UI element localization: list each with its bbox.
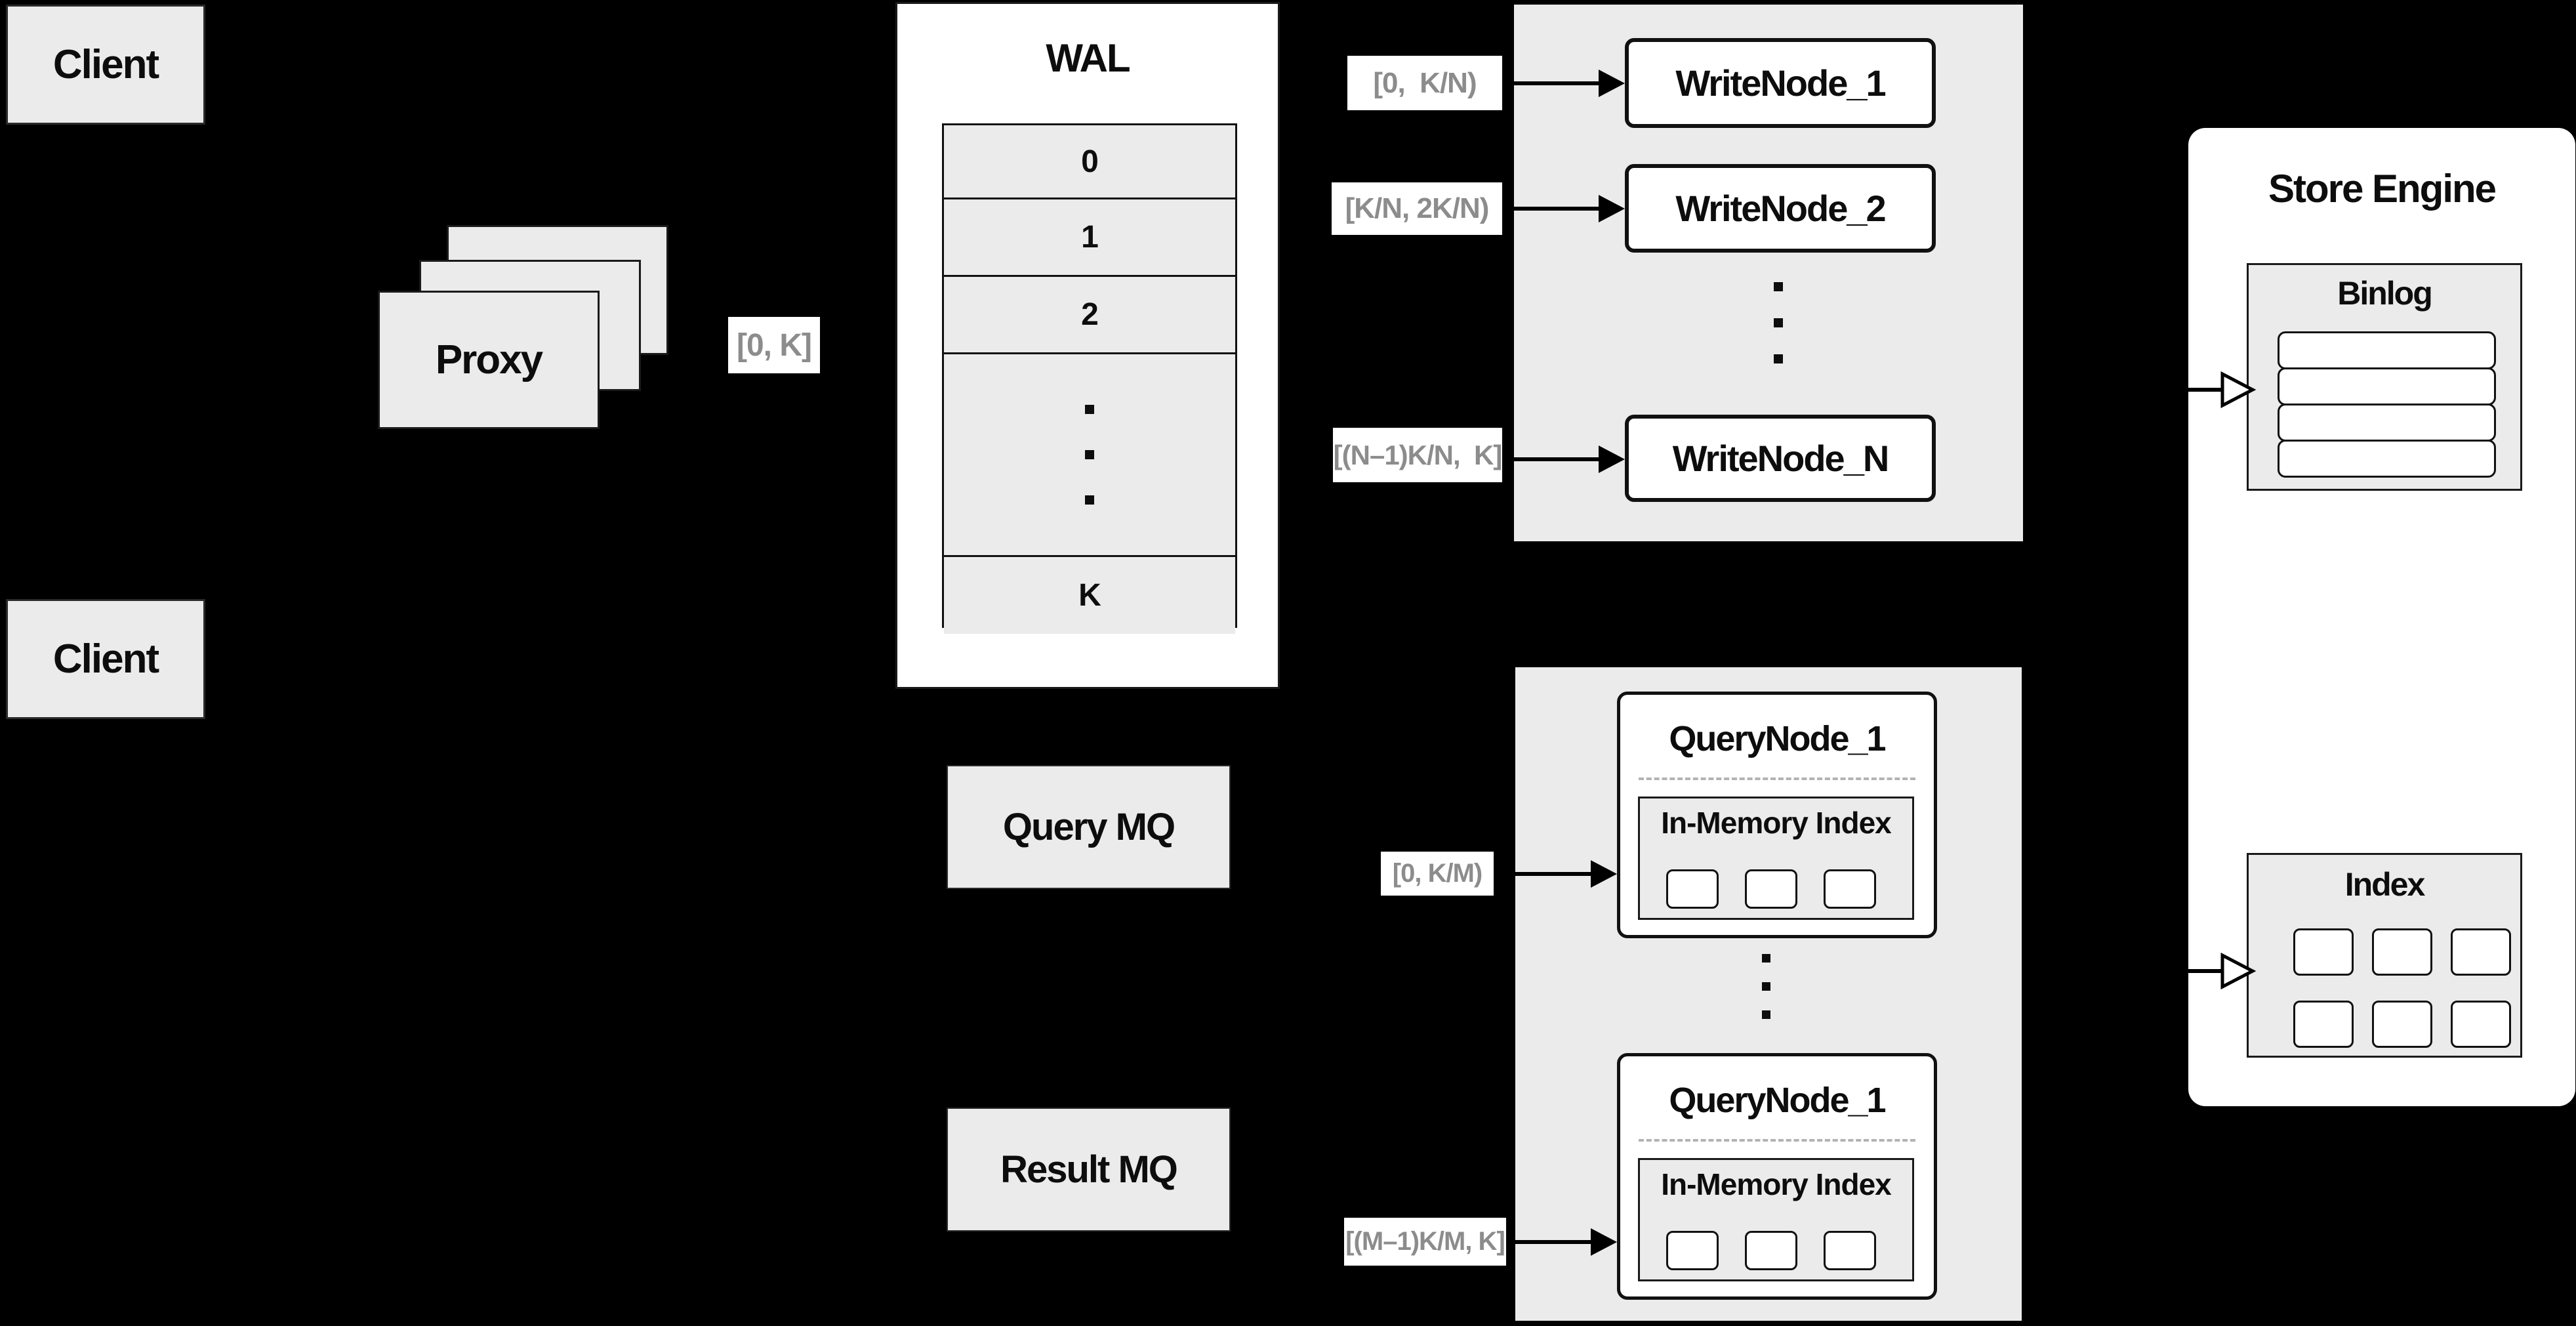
binlog-rows xyxy=(2278,331,2496,478)
result-mq-box: Result MQ xyxy=(947,1108,1231,1232)
binlog-row xyxy=(2278,404,2496,442)
query-mq-box: Query MQ xyxy=(947,765,1231,889)
store-engine-title: Store Engine xyxy=(2268,167,2497,211)
wal-title: WAL xyxy=(1046,36,1130,80)
write-node-1: WriteNode_1 xyxy=(1625,38,1936,128)
query-group-ellipsis-dots xyxy=(1762,954,1770,1019)
edge-label-write-2: [K/N, 2K/N) xyxy=(1332,182,1502,235)
dot xyxy=(1085,495,1094,505)
write-node-n: WriteNode_N xyxy=(1625,415,1936,502)
wal-table: 0 1 2 K xyxy=(942,123,1237,634)
query-node-1-title: QueryNode_1 xyxy=(1669,719,1886,758)
in-memory-index-panel: In-Memory Index xyxy=(1638,1158,1914,1281)
edge-label-query-1: [0, K/M) xyxy=(1381,852,1494,896)
index-cell xyxy=(2293,928,2354,976)
segment-cell xyxy=(1745,869,1797,909)
arrow-head xyxy=(1591,1228,1617,1256)
write-group-ellipsis-dots xyxy=(1774,282,1783,363)
binlog-row xyxy=(2278,440,2496,478)
segment-cell xyxy=(1824,869,1876,909)
arrow-head xyxy=(1599,195,1625,222)
wal-ellipsis-dots xyxy=(944,352,1235,555)
client-box-top: Client xyxy=(6,5,205,125)
segment-cell xyxy=(1745,1231,1797,1270)
edge-label-write-1: [0, K/N) xyxy=(1347,56,1502,110)
arrow-head xyxy=(1599,70,1625,97)
edge-label-proxy-out: [0, K] xyxy=(728,317,820,373)
edge-label-write-n: [(N–1)K/N, K] xyxy=(1333,428,1502,482)
dot xyxy=(1774,282,1783,291)
store-engine-panel: Store Engine Binlog Index xyxy=(2188,128,2575,1106)
binlog-row xyxy=(2278,367,2496,405)
dashed-divider xyxy=(1639,1139,1915,1142)
arrow-to-binlog xyxy=(2125,371,2257,409)
write-node-2: WriteNode_2 xyxy=(1625,164,1936,253)
index-cell xyxy=(2293,1001,2354,1048)
query-node-1: QueryNode_1 In-Memory Index xyxy=(1617,692,1937,938)
in-memory-index-panel: In-Memory Index xyxy=(1638,797,1914,920)
binlog-panel: Binlog xyxy=(2247,263,2522,491)
in-memory-index-title: In-Memory Index xyxy=(1661,1167,1892,1201)
proxy-card-front: Proxy xyxy=(378,291,600,429)
dot xyxy=(1085,450,1094,459)
dot xyxy=(1774,318,1783,327)
arrow-head xyxy=(1599,445,1625,473)
edge-label-query-2: [(M–1)K/M, K] xyxy=(1344,1218,1506,1266)
dot xyxy=(1774,354,1783,363)
dot xyxy=(1085,405,1094,414)
binlog-title: Binlog xyxy=(2337,275,2433,312)
client-top-label: Client xyxy=(52,42,159,87)
arrow-line xyxy=(1503,207,1602,211)
arrow-head xyxy=(1591,860,1617,888)
index-panel: Index xyxy=(2247,853,2522,1058)
arrow-to-index xyxy=(2125,952,2257,990)
segment-cell xyxy=(1824,1231,1876,1270)
wal-row: 1 xyxy=(944,197,1235,275)
dot xyxy=(1762,982,1770,991)
proxy-label: Proxy xyxy=(435,337,543,383)
query-node-2-title: QueryNode_1 xyxy=(1669,1081,1886,1120)
arrow-line xyxy=(1506,1240,1593,1244)
index-cell xyxy=(2451,928,2511,976)
in-memory-index-title: In-Memory Index xyxy=(1661,806,1892,840)
arrow-line xyxy=(1503,81,1602,85)
index-cell xyxy=(2451,1001,2511,1048)
write-node-1-label: WriteNode_1 xyxy=(1675,62,1886,104)
index-cell xyxy=(2372,928,2432,976)
wal-panel: WAL 0 1 2 K xyxy=(895,2,1280,689)
query-node-2: QueryNode_1 In-Memory Index xyxy=(1617,1053,1937,1300)
client-bottom-label: Client xyxy=(52,636,159,682)
arrow-line xyxy=(1503,457,1602,461)
query-mq-label: Query MQ xyxy=(1002,806,1176,848)
dashed-divider xyxy=(1639,777,1915,780)
segment-cell xyxy=(1666,869,1719,909)
index-cell xyxy=(2372,1001,2432,1048)
dot xyxy=(1762,954,1770,963)
write-node-n-label: WriteNode_N xyxy=(1672,438,1890,479)
binlog-row xyxy=(2278,331,2496,369)
arrow-line xyxy=(1495,872,1593,876)
result-mq-label: Result MQ xyxy=(1000,1148,1178,1191)
write-node-2-label: WriteNode_2 xyxy=(1675,188,1886,229)
client-box-bottom: Client xyxy=(6,599,205,719)
dot xyxy=(1762,1010,1770,1019)
wal-row: 0 xyxy=(944,125,1235,197)
wal-row: K xyxy=(944,555,1235,634)
segment-cell xyxy=(1666,1231,1719,1270)
wal-row: 2 xyxy=(944,275,1235,352)
index-title: Index xyxy=(2344,866,2426,903)
